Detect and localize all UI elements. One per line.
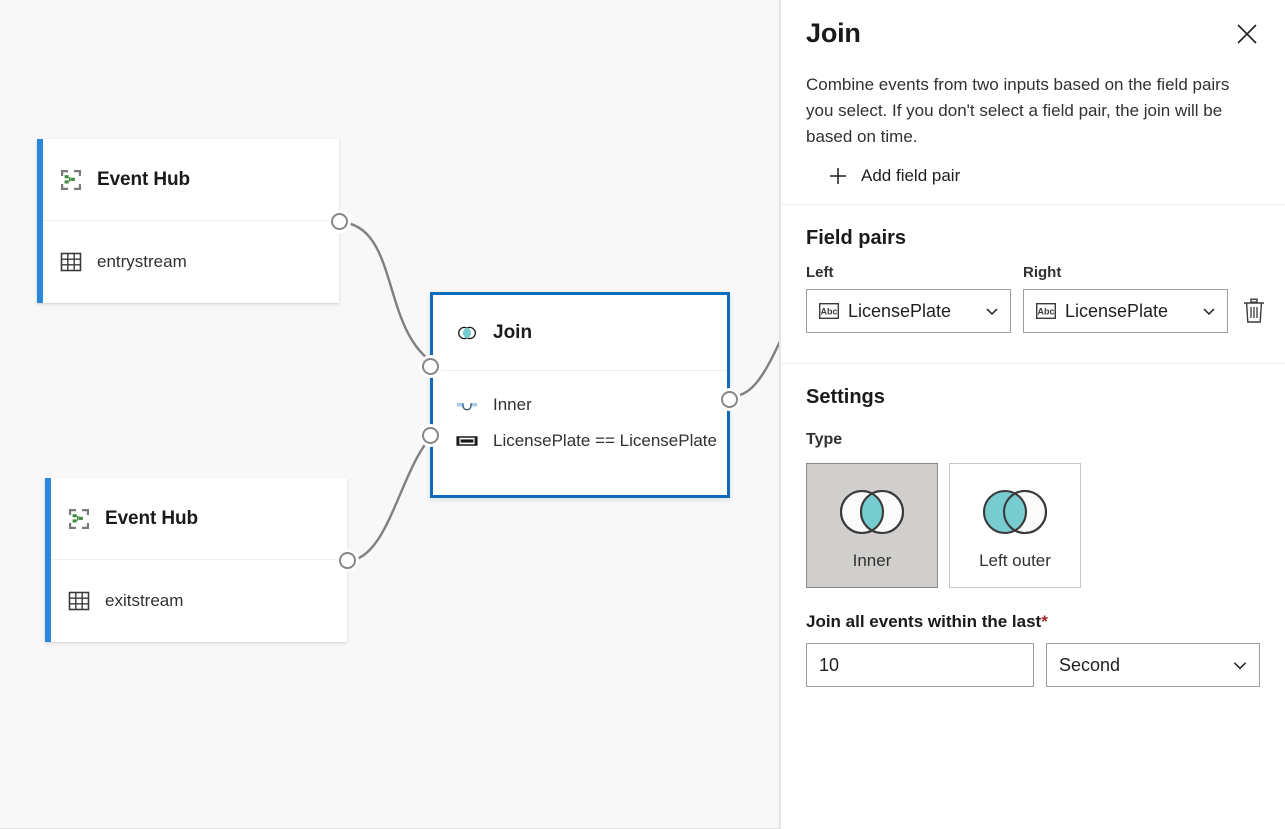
node-event-hub-exitstream[interactable]: Event Hub exitstream: [45, 478, 356, 642]
join-window-controls: Second: [806, 643, 1260, 687]
join-type-left-outer[interactable]: Left outer: [949, 463, 1081, 588]
join-window-unit-value: Second: [1059, 654, 1121, 675]
required-asterisk: *: [1041, 612, 1048, 631]
join-row-type: Inner: [455, 387, 727, 423]
node-accent-bar: [45, 478, 51, 642]
join-window-unit-dropdown[interactable]: Second: [1046, 643, 1260, 687]
node-title: Event Hub: [105, 507, 199, 529]
node-output-port[interactable]: [339, 552, 356, 569]
field-pair-right: Right Abc LicensePlate: [1023, 264, 1228, 333]
join-window-label-text: Join all events within the last: [806, 612, 1042, 631]
join-window-label: Join all events within the last*: [806, 612, 1260, 632]
venn-join-icon: [458, 326, 476, 339]
left-field-value: LicensePlate: [848, 300, 952, 321]
panel-header-section: Join Combine events from two inputs base…: [781, 18, 1285, 186]
join-row-text: LicensePlate == LicensePlate: [493, 431, 717, 450]
svg-text:Abc: Abc: [1037, 307, 1054, 317]
join-output-port[interactable]: [721, 391, 738, 408]
event-hub-icon: [69, 508, 89, 529]
chevron-down-icon: [1233, 662, 1247, 670]
panel-title: Join: [806, 18, 861, 48]
right-label: Right: [1023, 264, 1062, 281]
table-icon: [68, 591, 90, 611]
field-pairs-title: Field pairs: [806, 227, 907, 249]
join-node-title: Join: [493, 321, 533, 343]
join-input-port-top[interactable]: [422, 358, 439, 375]
field-pairs-section: Field pairs Left Abc LicensePlate: [781, 227, 1285, 333]
node-title: Event Hub: [97, 168, 191, 190]
right-field-dropdown[interactable]: Abc LicensePlate: [1023, 289, 1228, 333]
node-header: Event Hub: [37, 139, 339, 221]
join-input-port-bottom[interactable]: [422, 427, 439, 444]
settings-section: Settings Type Inner: [781, 386, 1285, 687]
panel-description: Combine events from two inputs based on …: [806, 75, 1230, 146]
delete-field-pair-button[interactable]: [1242, 289, 1266, 333]
close-glyph: [1237, 24, 1257, 44]
join-node-rows: Inner LicensePlate == LicensePlate: [433, 371, 727, 459]
settings-title: Settings: [806, 386, 885, 408]
table-icon: [60, 252, 82, 272]
chevron-down-icon: [986, 308, 998, 316]
close-icon[interactable]: [1227, 14, 1267, 54]
join-type-inner[interactable]: Inner: [806, 463, 938, 588]
field-pair-row: Left Abc LicensePlate Right: [806, 264, 1264, 333]
plus-icon: [830, 168, 846, 184]
node-subtitle: exitstream: [105, 591, 184, 610]
chevron-down-icon: [1203, 308, 1215, 316]
abc-string-icon: Abc: [819, 303, 839, 319]
node-event-hub-entrystream[interactable]: Event Hub entrystream: [37, 139, 348, 303]
flow-canvas[interactable]: Event Hub entrystream: [0, 0, 780, 829]
venn-inner-icon: [839, 489, 905, 535]
join-node-header: Join: [433, 295, 727, 371]
node-header: Event Hub: [45, 478, 347, 560]
add-field-pair-label: Add field pair: [861, 166, 961, 185]
delete-icon: [1244, 298, 1264, 323]
right-field-value: LicensePlate: [1065, 300, 1169, 321]
left-label: Left: [806, 264, 834, 281]
join-type-icon: [457, 403, 477, 411]
join-type-inner-label: Inner: [852, 551, 892, 570]
venn-left-outer-icon: [982, 489, 1048, 535]
join-type-options: Inner Left outer: [806, 463, 1260, 588]
section-divider: [781, 363, 1285, 364]
condition-icon: [456, 436, 478, 446]
section-divider: [781, 204, 1285, 205]
left-field-dropdown[interactable]: Abc LicensePlate: [806, 289, 1011, 333]
type-label: Type: [806, 431, 843, 448]
field-pair-left: Left Abc LicensePlate: [806, 264, 1011, 333]
node-subtitle-row: entrystream: [37, 221, 339, 303]
abc-string-icon: Abc: [1036, 303, 1056, 319]
add-field-pair-button[interactable]: Add field pair: [828, 166, 960, 186]
join-type-left-outer-label: Left outer: [979, 551, 1051, 570]
join-properties-panel: Join Combine events from two inputs base…: [780, 0, 1285, 829]
node-subtitle: entrystream: [97, 252, 187, 271]
event-hub-icon: [61, 169, 81, 190]
join-row-condition: LicensePlate == LicensePlate: [455, 423, 727, 459]
join-row-text: Inner: [493, 395, 532, 414]
node-subtitle-row: exitstream: [45, 560, 347, 642]
node-join[interactable]: Join Inner: [422, 292, 738, 498]
node-output-port[interactable]: [331, 213, 348, 230]
node-accent-bar: [37, 139, 43, 303]
svg-text:Abc: Abc: [820, 307, 837, 317]
join-window-value-input[interactable]: [806, 643, 1034, 687]
